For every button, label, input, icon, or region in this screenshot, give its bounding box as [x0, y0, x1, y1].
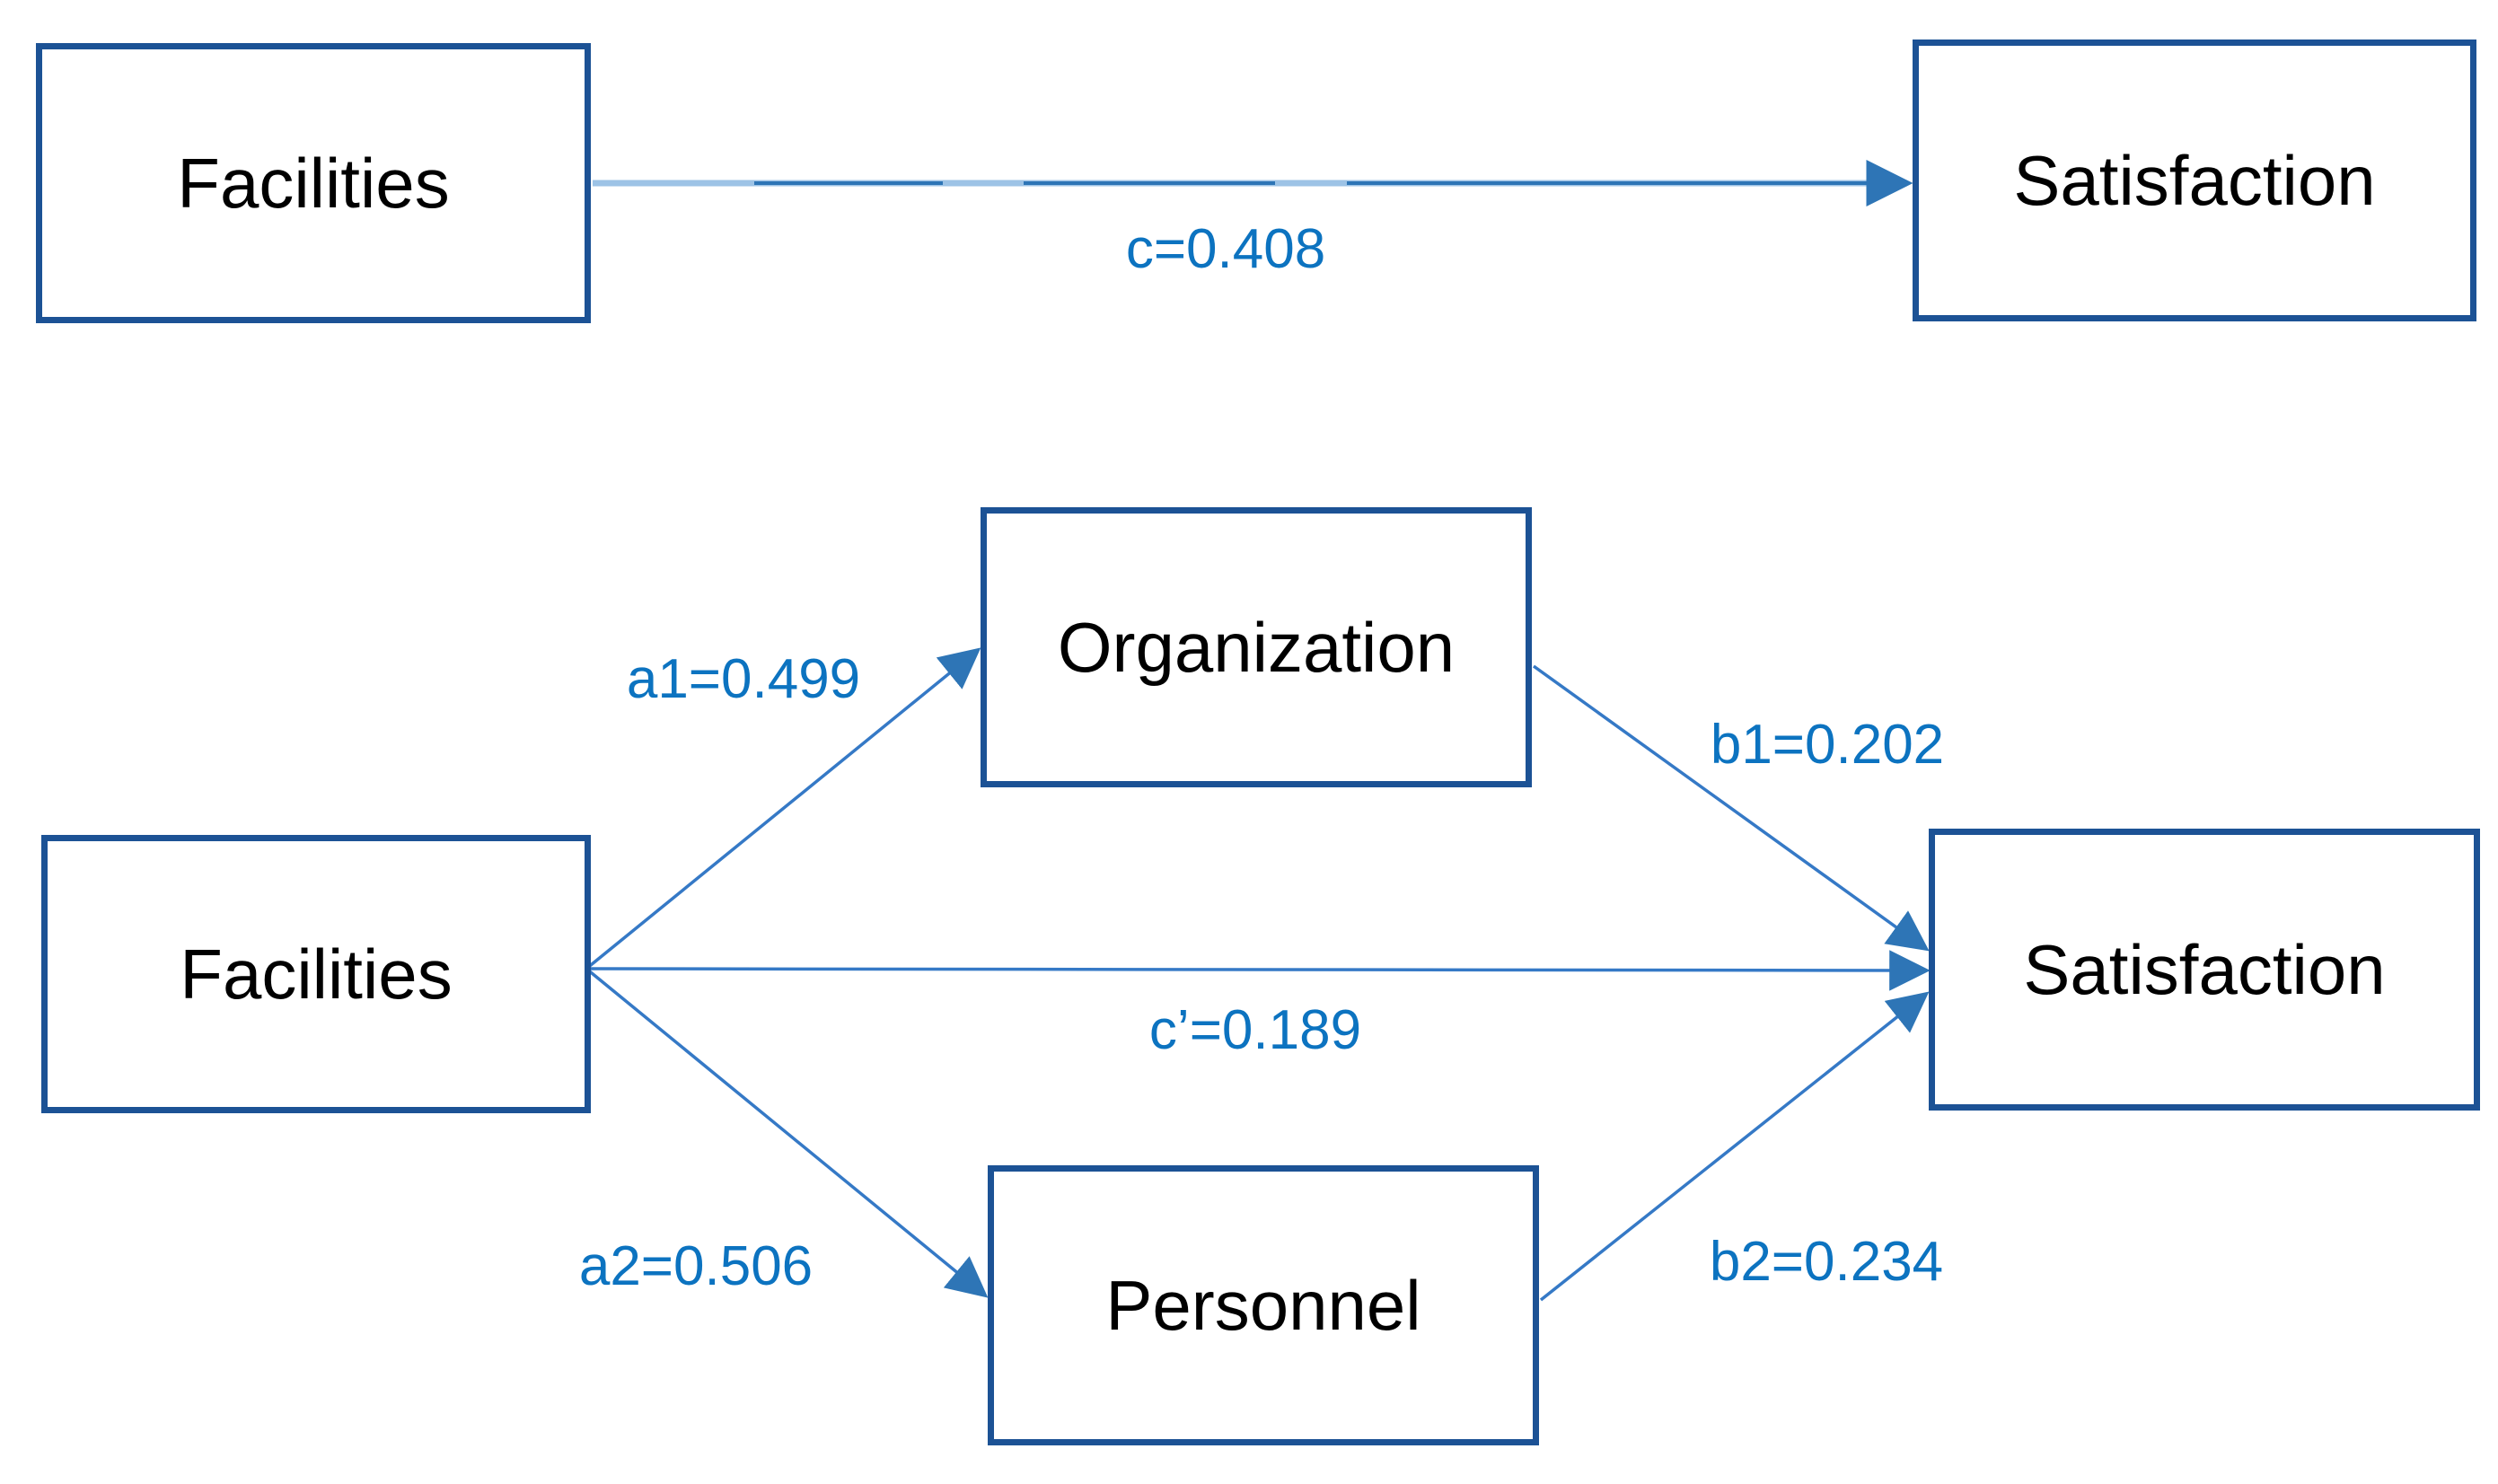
top-facilities-label: Facilities	[177, 144, 450, 223]
bottom-satisfaction-label: Satisfaction	[2023, 930, 2386, 1009]
organization-label: Organization	[1057, 608, 1456, 687]
path-b1-coefficient-label: b1=0.202	[1710, 714, 1945, 776]
path-b1-arrow	[1532, 664, 1930, 952]
path-a1-coefficient-label: a1=0.499	[626, 648, 861, 710]
bottom-facilities-label: Facilities	[180, 935, 453, 1014]
organization-box: Organization	[981, 507, 1532, 787]
top-satisfaction-label: Satisfaction	[2013, 141, 2376, 220]
path-a1-arrow	[585, 647, 981, 970]
path-c-prime-arrow	[585, 950, 1931, 991]
bottom-satisfaction-box: Satisfaction	[1929, 829, 2480, 1111]
personnel-box: Personnel	[988, 1165, 1539, 1445]
bottom-facilities-box: Facilities	[41, 835, 591, 1113]
path-c-prime-coefficient-label: c’=0.189	[1148, 999, 1362, 1061]
personnel-label: Personnel	[1105, 1266, 1421, 1345]
path-b2-coefficient-label: b2=0.234	[1709, 1231, 1944, 1293]
path-b2-arrow	[1539, 991, 1930, 1302]
path-c-coefficient-label: c=0.408	[1125, 218, 1326, 280]
top-satisfaction-box: Satisfaction	[1913, 40, 2476, 321]
path-a2-coefficient-label: a2=0.506	[578, 1235, 814, 1297]
path-a2-arrow	[585, 967, 989, 1298]
top-facilities-box: Facilities	[36, 43, 591, 323]
